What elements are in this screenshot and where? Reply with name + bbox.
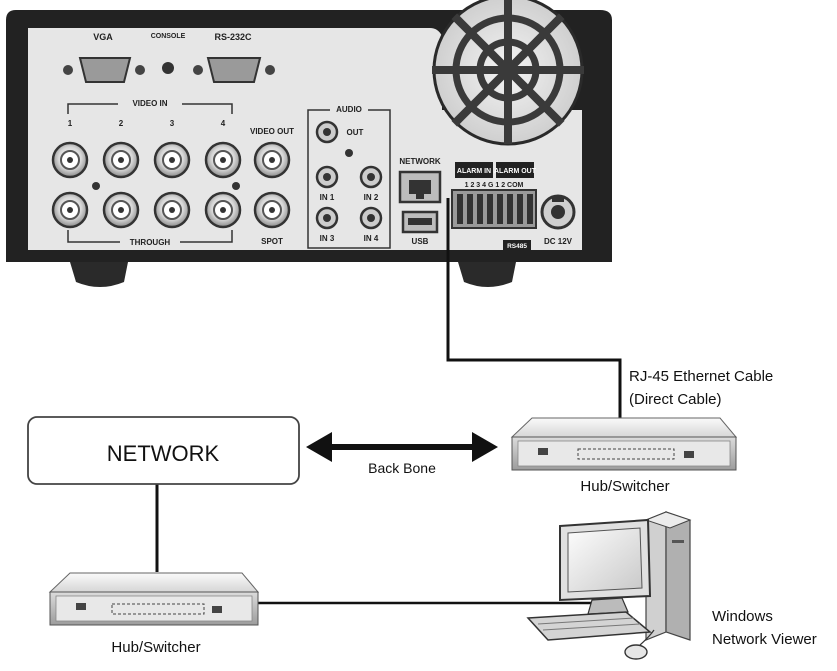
video-in-bracket (67, 103, 233, 114)
hub-switch-right-icon (510, 417, 738, 471)
network-box-label: NETWORK (107, 441, 220, 466)
rs485-label: RS485 (507, 243, 527, 250)
bnc-connector-icon (153, 141, 191, 179)
screw-icon (345, 149, 353, 157)
through-label: THROUGH (130, 238, 171, 247)
rj45-ethernet-cable (446, 198, 622, 420)
audio-in-2-label: IN 2 (364, 193, 379, 202)
network-port-label: NETWORK (399, 157, 441, 166)
dvr-foot-left (70, 262, 128, 287)
alarm-out-tag (496, 162, 534, 178)
backbone-double-arrow-icon (306, 432, 498, 462)
bnc-video-in-row (51, 141, 242, 179)
rj45-port-icon (398, 170, 442, 204)
hub-switch-left-icon (48, 572, 260, 626)
audio-out-jack-icon (315, 120, 339, 144)
screw-icon (232, 182, 240, 190)
alarm-out-label: ALARM OUT (494, 168, 537, 175)
audio-in-2-jack-icon (359, 165, 383, 189)
vga-label: VGA (93, 32, 113, 42)
bnc-connector-icon (153, 191, 191, 229)
console-label: CONSOLE (151, 33, 186, 40)
bnc-video-out-icon (253, 141, 291, 179)
alarm-terminal-block (451, 189, 537, 229)
cable-label-line1: RJ-45 Ethernet Cable (629, 368, 773, 385)
rs232c-port (193, 57, 275, 83)
fan-icon (432, 0, 584, 146)
cable-label-line2: (Direct Cable) (629, 391, 722, 408)
through-bracket (67, 230, 233, 243)
audio-in-3-jack-icon (315, 206, 339, 230)
rs485-tag (503, 240, 531, 251)
bnc-connector-icon (51, 141, 89, 179)
video-out-label: VIDEO OUT (250, 127, 294, 136)
rs232c-label: RS-232C (214, 32, 252, 42)
hub-right-label: Hub/Switcher (580, 478, 669, 495)
dvr-rear-panel: VGA CONSOLE RS-232C VIDEO IN 1 2 3 4 (6, 0, 612, 287)
audio-out-label: OUT (347, 128, 364, 137)
bnc-connector-icon (102, 191, 140, 229)
bnc-spot-icon (253, 191, 291, 229)
audio-in-1-label: IN 1 (320, 193, 335, 202)
video-in-number-3: 3 (170, 119, 175, 128)
video-in-number-4: 4 (221, 119, 226, 128)
usb-port-icon (401, 210, 439, 234)
video-in-label: VIDEO IN (132, 99, 167, 108)
bnc-connector-icon (102, 141, 140, 179)
pc-label-line2: Network Viewer (712, 631, 817, 648)
pc-label-line1: Windows (712, 608, 773, 625)
vga-port (63, 57, 145, 83)
hub-left-label: Hub/Switcher (111, 639, 200, 656)
dvr-plate (28, 28, 442, 250)
video-in-number-1: 1 (68, 119, 73, 128)
dvr-foot-right (458, 262, 516, 287)
spot-label: SPOT (261, 237, 283, 246)
dc-label: DC 12V (544, 237, 573, 246)
audio-in-3-label: IN 3 (320, 234, 335, 243)
console-port (162, 62, 174, 74)
dc-power-jack-icon (540, 194, 576, 230)
bnc-connector-icon (51, 191, 89, 229)
bnc-connector-icon (204, 191, 242, 229)
alarm-in-tag (455, 162, 493, 178)
usb-label: USB (412, 237, 429, 246)
bnc-connector-icon (204, 141, 242, 179)
audio-in-4-jack-icon (359, 206, 383, 230)
desktop-computer-icon (526, 511, 692, 660)
audio-label: AUDIO (336, 105, 362, 114)
network-box (27, 416, 300, 485)
backbone-label: Back Bone (368, 460, 436, 476)
video-in-number-2: 2 (119, 119, 124, 128)
audio-in-1-jack-icon (315, 165, 339, 189)
audio-label-bg (330, 103, 368, 115)
alarm-pin-labels: 1 2 3 4 G 1 2 COM (465, 182, 524, 189)
screw-icon (92, 182, 100, 190)
audio-in-4-label: IN 4 (364, 234, 379, 243)
bnc-through-row (51, 191, 242, 229)
alarm-in-label: ALARM IN (457, 168, 491, 175)
